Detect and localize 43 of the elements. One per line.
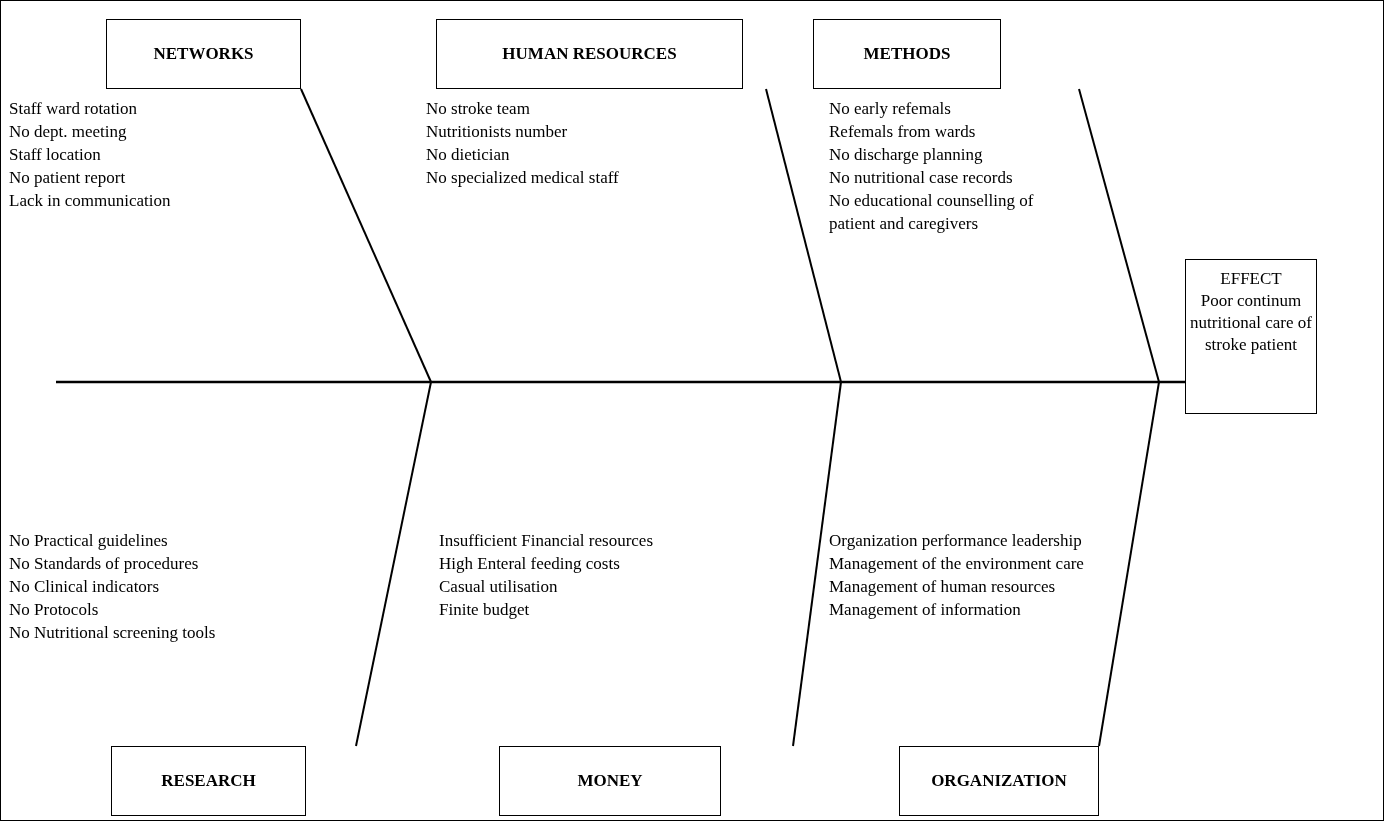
cause-text: No patient report — [9, 167, 126, 189]
bone-line — [300, 88, 432, 383]
cause-text: No stroke team — [426, 98, 530, 120]
cause-text: Management of the environment care — [829, 553, 1084, 575]
category-box: HUMAN RESOURCES — [436, 19, 743, 89]
cause-text: No Nutritional screening tools — [9, 622, 216, 644]
cause-text: No educational counselling of patient and caregivers — [829, 190, 1035, 235]
cause-text: Lack in communication — [9, 190, 171, 212]
cause-text: Management of information — [829, 599, 1021, 621]
category-box: METHODS — [813, 19, 1001, 89]
cause-text: No discharge planning — [829, 144, 983, 166]
cause-text: No Standards of procedures — [9, 553, 199, 575]
cause-text: Management of human resources — [829, 576, 1056, 598]
cause-text: No nutritional case records — [829, 167, 1013, 189]
cause-text: High Enteral feeding costs — [439, 553, 620, 575]
effect-text: Poor continum nutritional care of stroke patient — [1190, 290, 1312, 356]
cause-text: No Practical guidelines — [9, 530, 168, 552]
cause-text: Insufficient Financial resources — [439, 530, 653, 552]
cause-text: No dietician — [426, 144, 510, 166]
cause-text: No Protocols — [9, 599, 99, 621]
category-box: RESEARCH — [111, 746, 306, 816]
cause-text: No specialized medical staff — [426, 167, 619, 189]
bone-line — [355, 381, 432, 747]
cause-text: Refemals from wards — [829, 121, 976, 143]
cause-text: Organization performance leadership — [829, 530, 1082, 552]
cause-text: No dept. meeting — [9, 121, 127, 143]
cause-text: Staff ward rotation — [9, 98, 138, 120]
category-box: ORGANIZATION — [899, 746, 1099, 816]
cause-text: No Clinical indicators — [9, 576, 160, 598]
bone-line — [765, 88, 842, 383]
bone-line — [1078, 88, 1160, 383]
category-box: NETWORKS — [106, 19, 301, 89]
cause-text: No early refemals — [829, 98, 951, 120]
cause-text: Finite budget — [439, 599, 530, 621]
effect-text: EFFECT — [1219, 268, 1283, 290]
bone-line — [792, 381, 842, 747]
cause-text: Casual utilisation — [439, 576, 558, 598]
cause-text: Nutritionists number — [426, 121, 568, 143]
cause-text: Staff location — [9, 144, 101, 166]
category-box: MONEY — [499, 746, 721, 816]
spine-line — [56, 380, 1185, 384]
bone-line — [1098, 381, 1160, 747]
effect-box — [1185, 259, 1317, 414]
